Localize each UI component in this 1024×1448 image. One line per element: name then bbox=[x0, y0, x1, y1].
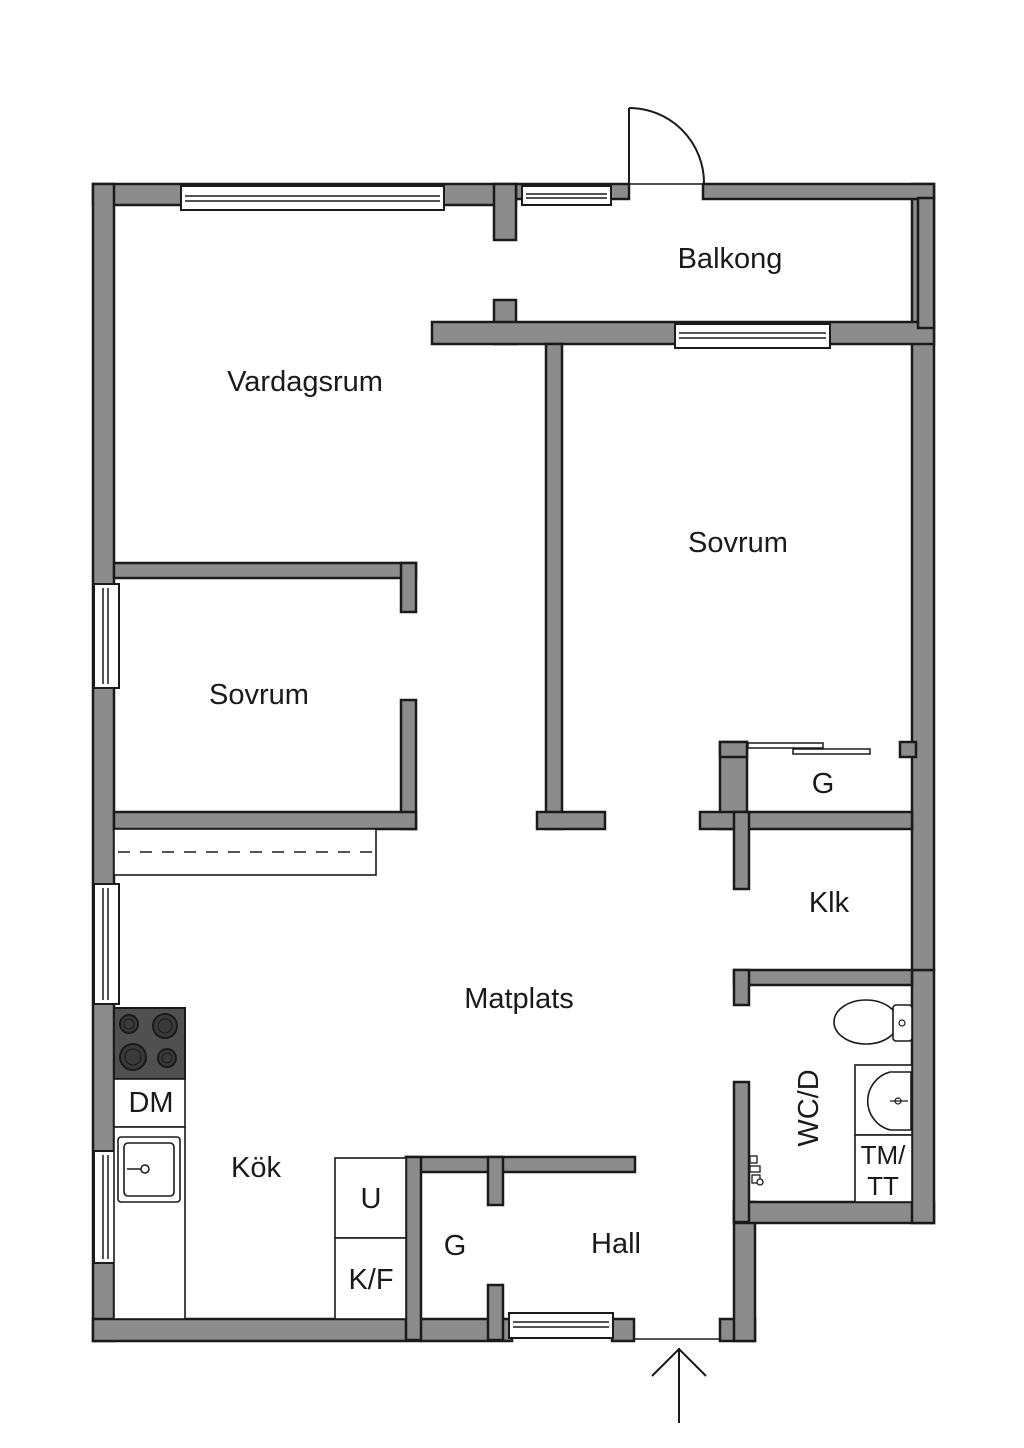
wall-bath-jamb-a bbox=[732, 968, 751, 1007]
sink-icon bbox=[117, 1136, 181, 1203]
window-dining bbox=[93, 883, 120, 1005]
freezer-box bbox=[334, 1157, 407, 1239]
window-hall bbox=[508, 1312, 614, 1339]
wall-closet-top-left bbox=[718, 740, 749, 759]
entrance-arrow-icon bbox=[651, 1347, 707, 1423]
label-kf: K/F bbox=[348, 1264, 393, 1296]
wall-balcony-left-a bbox=[492, 182, 518, 242]
wall-divider-foot bbox=[535, 810, 607, 831]
wall-bath-jamb-b bbox=[732, 1080, 751, 1224]
fridge-box bbox=[334, 1237, 407, 1320]
washbasin-icon bbox=[854, 1064, 913, 1136]
washer-dryer-box bbox=[854, 1134, 913, 1203]
label-dm: DM bbox=[128, 1087, 173, 1119]
shower-icon bbox=[749, 1155, 764, 1186]
label-sovrum-big: Sovrum bbox=[688, 527, 788, 559]
label-wc-d: WC/D bbox=[793, 1069, 825, 1146]
wall-closet-bottom bbox=[698, 810, 914, 831]
stove-icon bbox=[113, 1007, 186, 1080]
wall-bath-right bbox=[910, 968, 936, 1225]
label-matplats: Matplats bbox=[464, 983, 574, 1015]
wall-closet-top-right bbox=[898, 740, 918, 759]
label-tmtt-2: TT bbox=[867, 1171, 899, 1201]
window-balcony-left bbox=[521, 185, 612, 206]
wall-small-bedroom-top bbox=[112, 561, 418, 580]
label-balkong: Balkong bbox=[678, 243, 783, 275]
label-klk: Klk bbox=[809, 887, 850, 919]
label-kok: Kök bbox=[231, 1152, 281, 1184]
window-living-top bbox=[180, 185, 445, 211]
fixture-labels: DM U K/F TM/ TT bbox=[128, 1087, 906, 1296]
label-u: U bbox=[361, 1183, 382, 1215]
shelf bbox=[113, 828, 377, 876]
wall-small-bedroom-jamb-a bbox=[399, 561, 418, 614]
window-small-bedroom bbox=[93, 583, 120, 689]
wall-klk-left bbox=[732, 810, 751, 891]
label-hall: Hall bbox=[591, 1228, 641, 1260]
wall-klk-bottom bbox=[732, 968, 914, 987]
wall-bottom-left bbox=[91, 1317, 514, 1343]
label-vardagsrum: Vardagsrum bbox=[227, 366, 383, 398]
label-tmtt-1: TM/ bbox=[861, 1140, 907, 1170]
windows bbox=[93, 185, 831, 1339]
wall-small-bedroom-bottom bbox=[112, 810, 418, 831]
door-swing-icon bbox=[628, 107, 706, 186]
label-g-closet-hall: G bbox=[444, 1230, 467, 1262]
wall-bath-bottom bbox=[732, 1200, 936, 1225]
wall-balcony-right bbox=[916, 196, 936, 330]
walls bbox=[91, 182, 936, 1343]
toilet-icon bbox=[833, 999, 913, 1045]
wall-hall-left bbox=[404, 1155, 423, 1342]
label-g-closet-top: G bbox=[812, 768, 835, 800]
wall-small-bedroom-jamb-b bbox=[399, 698, 418, 831]
wall-divider bbox=[544, 342, 564, 831]
room-labels: Vardagsrum Balkong Sovrum Sovrum G Klk M… bbox=[209, 243, 850, 1262]
wall-bottom-mid bbox=[610, 1317, 636, 1343]
window-bedroom-top bbox=[674, 323, 831, 349]
wall-top-right bbox=[701, 182, 936, 201]
dishwasher-box bbox=[113, 1078, 186, 1128]
wall-hall-closet-a bbox=[486, 1155, 505, 1207]
wall-hall-top bbox=[404, 1155, 637, 1174]
wall-hall-closet-b bbox=[486, 1283, 505, 1342]
label-sovrum-small: Sovrum bbox=[209, 679, 309, 711]
wardrobe-sliding-doors bbox=[747, 742, 871, 755]
